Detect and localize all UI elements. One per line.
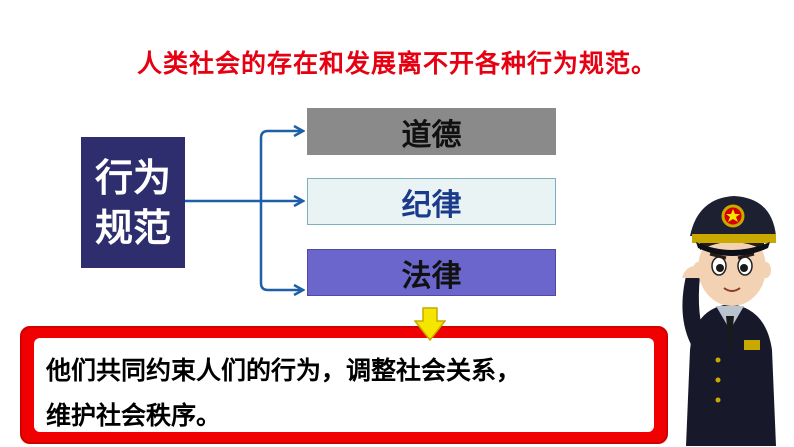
summary-callout-text: 他们共同约束人们的行为，调整社会关系， 维护社会秩序。 xyxy=(34,338,654,432)
node-discipline: 纪律 xyxy=(307,178,556,225)
node-law: 法律 xyxy=(307,249,556,296)
police-officer-saluting-icon xyxy=(682,196,776,446)
branch-top xyxy=(259,131,302,201)
summary-line1: 他们共同约束人们的行为，调整社会关系， xyxy=(46,356,522,385)
summary-callout: 他们共同约束人们的行为，调整社会关系， 维护社会秩序。 xyxy=(20,326,668,444)
behavior-norms-line2: 规范 xyxy=(94,205,171,250)
page-title: 人类社会的存在和发展离不开各种行为规范。 xyxy=(136,49,657,78)
summary-line2: 维护社会秩序。 xyxy=(46,401,222,430)
behavior-norms-box: 行为 规范 xyxy=(81,137,185,268)
branch-bottom xyxy=(259,201,302,290)
node-morality: 道德 xyxy=(307,108,556,155)
down-arrow-icon xyxy=(414,307,446,341)
behavior-norms-line1: 行为 xyxy=(94,155,171,200)
